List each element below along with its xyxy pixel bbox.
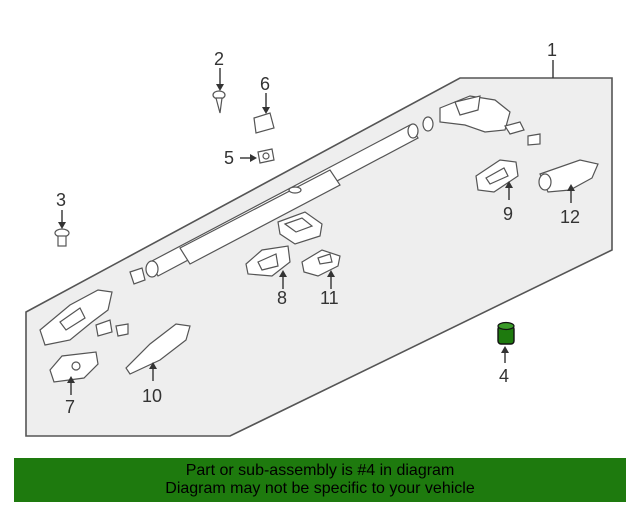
banner-line-1: Part or sub-assembly is #4 in diagram: [185, 462, 455, 479]
callout-1-label: 1: [547, 40, 557, 60]
bolt-part-3: [54, 210, 70, 247]
cover-part-11: [301, 249, 341, 289]
screw-part-2: [212, 68, 226, 114]
callout-3-label: 3: [56, 190, 66, 210]
end-cap-part-12: [538, 159, 599, 203]
banner-line-2: Diagram may not be specific to your vehi…: [165, 480, 475, 497]
callout-6-label: 6: [260, 74, 270, 94]
callout-12-label: 12: [560, 207, 580, 227]
cover-part-9: [475, 159, 519, 200]
roof-rail: [145, 123, 419, 278]
callout-9-label: 9: [503, 204, 513, 224]
cover-part-10: [125, 323, 191, 381]
info-banner: Part or sub-assembly is #4 in diagram Di…: [14, 458, 626, 502]
callout-8-label: 8: [277, 288, 287, 308]
end-cap-part-7: [49, 351, 99, 395]
callout-11-label: 11: [320, 288, 339, 308]
end-bracket-right: [422, 95, 541, 146]
callout-10-label: 10: [142, 386, 162, 406]
spacer-part-4[interactable]: [497, 321, 515, 364]
end-bracket-left: [39, 267, 146, 346]
callout-4-label: 4: [499, 366, 509, 386]
cover-part-8: [245, 245, 291, 289]
callout-5-label: 5: [224, 148, 234, 168]
parts-diagram: 1 2 6: [25, 40, 613, 437]
center-bracket: [277, 211, 323, 245]
grommet-part-5: [240, 148, 275, 164]
clip-part-6: [253, 93, 275, 134]
callout-7-label: 7: [65, 397, 75, 417]
callout-2-label: 2: [214, 49, 224, 69]
